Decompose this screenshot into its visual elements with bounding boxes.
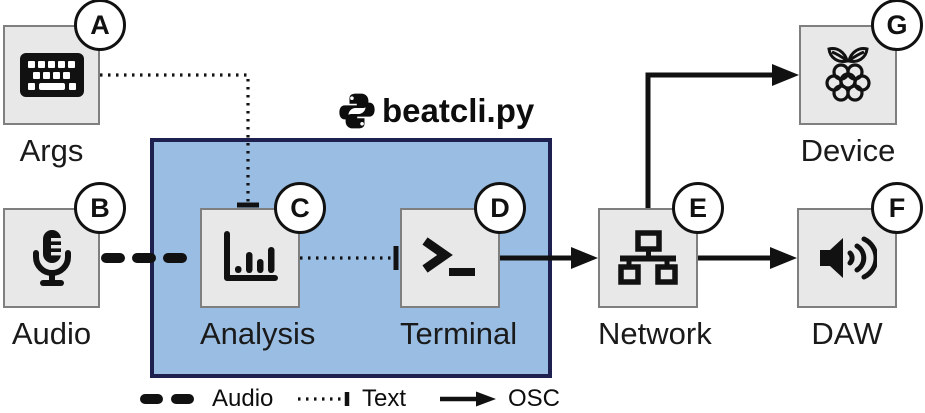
bar-chart-icon [221, 231, 279, 285]
edge-network-daw-arrowhead [770, 247, 797, 269]
audio-label: Audio [11, 316, 92, 351]
network-label: Network [598, 316, 712, 351]
badge-g: G [871, 0, 923, 51]
badge-d-letter: D [490, 192, 510, 223]
raspberry-pi-icon [822, 45, 874, 105]
keyboard-icon [19, 53, 84, 97]
badge-d: D [474, 182, 526, 234]
solid-arrow-sample [438, 390, 498, 408]
legend-label-audio: Audio [212, 384, 274, 412]
device-label: Device [800, 133, 896, 168]
badge-f-letter: F [888, 192, 906, 223]
daw-label: DAW [811, 316, 883, 351]
legend-item-text: Text [296, 384, 406, 413]
daw-box [797, 208, 897, 308]
legend-item-audio: Audio [138, 384, 273, 413]
badge-f: F [871, 182, 923, 234]
badge-e-letter: E [688, 192, 707, 223]
badge-c: C [274, 182, 326, 234]
terminal-icon [421, 237, 479, 279]
edge-network-device-arrowhead [772, 64, 799, 86]
badge-e: E [672, 182, 724, 234]
network-icon [617, 230, 679, 286]
terminal-label: Terminal [400, 316, 518, 351]
legend-label-osc: OSC [508, 384, 561, 412]
legend: Audio Text OSC [0, 384, 925, 413]
args-label: Args [19, 133, 84, 168]
badge-b-letter: B [90, 192, 110, 223]
thick-dash-line-sample [138, 390, 202, 408]
badge-a-letter: A [90, 9, 110, 40]
legend-label-text: Text [362, 384, 407, 412]
badge-a: A [74, 0, 126, 51]
analysis-label: Analysis [200, 316, 316, 351]
badge-b: B [74, 182, 126, 234]
python-icon [338, 92, 376, 130]
speaker-icon [817, 233, 877, 283]
dotted-tee-line-sample [296, 390, 352, 408]
edge-terminal-network-arrowhead [571, 247, 598, 269]
badge-g-letter: G [886, 9, 908, 40]
device-box [799, 25, 897, 125]
title-text: beatcli.py [382, 92, 535, 129]
microphone-icon [30, 229, 74, 287]
legend-item-osc: OSC [438, 384, 560, 413]
diagram-title: beatcli.py [338, 90, 534, 132]
badge-c-letter: C [290, 192, 310, 223]
